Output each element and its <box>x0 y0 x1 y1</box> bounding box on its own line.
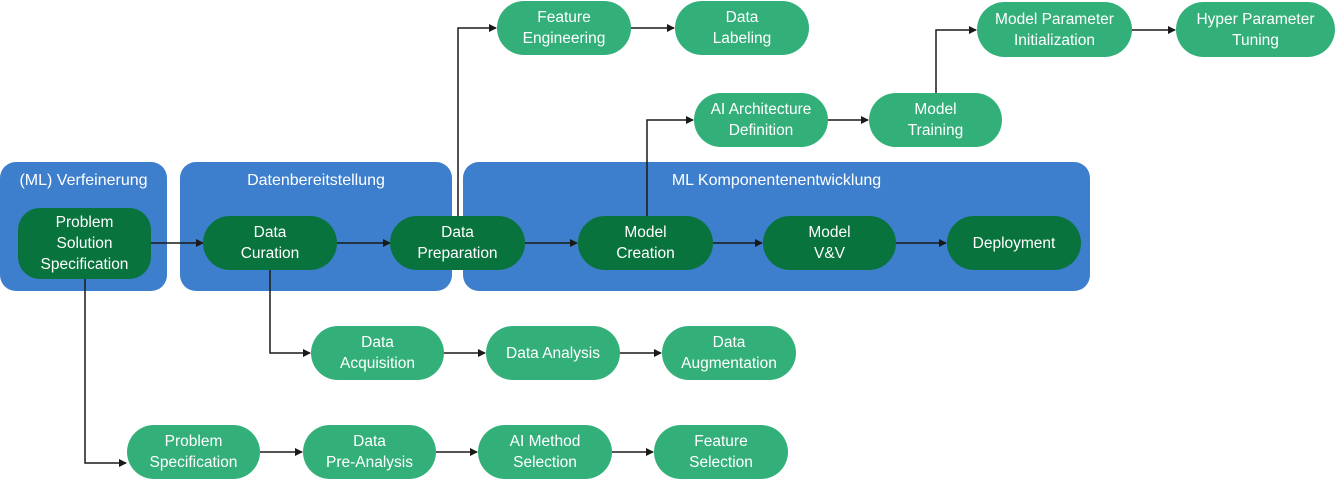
node-label-line: Initialization <box>1014 31 1095 49</box>
node-label-line: V&V <box>813 245 845 262</box>
node-label-line: Feature <box>694 433 748 450</box>
node-label-line: Preparation <box>417 245 498 262</box>
node-label-line: Problem <box>55 214 114 231</box>
node-label-line: Curation <box>240 245 300 262</box>
node-hyper-parameter-tuning[interactable]: Hyper Parameter Tuning <box>1176 2 1335 57</box>
node-model-creation[interactable]: Model Creation <box>578 216 713 270</box>
edge-data-preparation-to-feature-engineering <box>457 24 497 216</box>
node-feature-engineering[interactable]: Feature Engineering <box>497 1 631 55</box>
node-deployment[interactable]: Deployment <box>947 216 1081 270</box>
node-label-line: Data <box>353 433 386 450</box>
node-label-line: Pre-Analysis <box>326 454 413 471</box>
node-ai-architecture-definition[interactable]: AI Architecture Definition <box>694 93 828 147</box>
node-data-curation[interactable]: Data Curation <box>203 216 337 270</box>
node-problem-specification[interactable]: Problem Specification <box>127 425 260 479</box>
node-label-line: Data <box>253 224 287 241</box>
node-label-line: Engineering <box>522 30 606 47</box>
node-ai-method-selection[interactable]: AI Method Selection <box>478 425 612 479</box>
node-data-pre-analysis[interactable]: Data Pre-Analysis <box>303 425 436 479</box>
node-label-line: Model <box>808 224 851 241</box>
node-label-line: Augmentation <box>681 355 777 372</box>
node-feature-selection[interactable]: Feature Selection <box>654 425 788 479</box>
node-label-line: Model <box>914 101 957 118</box>
node-label-line: Definition <box>728 122 794 139</box>
node-label-line: AI Method <box>509 433 581 450</box>
node-data-acquisition[interactable]: Data Acquisition <box>311 326 444 380</box>
node-label-line: Solution <box>56 235 113 252</box>
group-title-komponentenentwicklung: ML Komponentenentwicklung <box>671 172 882 189</box>
node-label-line: Model Parameter <box>995 10 1114 28</box>
node-label-line: Data Analysis <box>506 344 600 362</box>
node-label-line: Deployment <box>972 234 1056 252</box>
edge-model-training-to-parameter-init <box>935 26 977 93</box>
node-data-labeling[interactable]: Data Labeling <box>675 1 809 55</box>
node-data-augmentation[interactable]: Data Augmentation <box>662 326 796 380</box>
edge-data-curation-to-data-acquisition <box>269 270 311 357</box>
group-title-verfeinerung: (ML) Verfeinerung <box>19 172 148 189</box>
node-label-line: Training <box>907 122 964 139</box>
node-label-line: Specification <box>149 454 238 471</box>
node-label-line: Tuning <box>1232 31 1279 49</box>
edge-model-creation-to-ai-architecture <box>646 116 694 216</box>
node-model-vv[interactable]: Model V&V <box>763 216 896 270</box>
node-label-line: Feature <box>537 9 591 26</box>
node-label-line: Problem <box>164 433 223 450</box>
node-label-line: Selection <box>689 454 753 471</box>
node-label-line: Data <box>712 334 746 351</box>
node-label-line: Creation <box>616 245 675 262</box>
node-data-preparation[interactable]: Data Preparation <box>390 216 525 270</box>
group-title-datenbereitstellung: Datenbereitstellung <box>247 172 385 189</box>
edge-problem-solution-to-problem-specification <box>84 279 127 467</box>
node-label-line: Model <box>624 224 667 241</box>
node-label-line: Hyper Parameter <box>1196 10 1315 28</box>
node-label-line: Specification <box>40 256 129 273</box>
node-label-line: Selection <box>513 454 577 471</box>
node-label-line: Labeling <box>712 30 772 47</box>
node-model-training[interactable]: Model Training <box>869 93 1002 147</box>
node-data-analysis[interactable]: Data Analysis <box>486 326 620 380</box>
node-label-line: AI Architecture <box>710 101 812 118</box>
node-label-line: Data <box>361 334 394 351</box>
node-model-parameter-initialization[interactable]: Model Parameter Initialization <box>977 2 1132 57</box>
node-label-line: Data <box>725 9 759 26</box>
node-label-line: Acquisition <box>340 355 415 372</box>
node-label-line: Data <box>441 224 474 241</box>
node-problem-solution-specification[interactable]: Problem Solution Specification <box>18 208 151 279</box>
